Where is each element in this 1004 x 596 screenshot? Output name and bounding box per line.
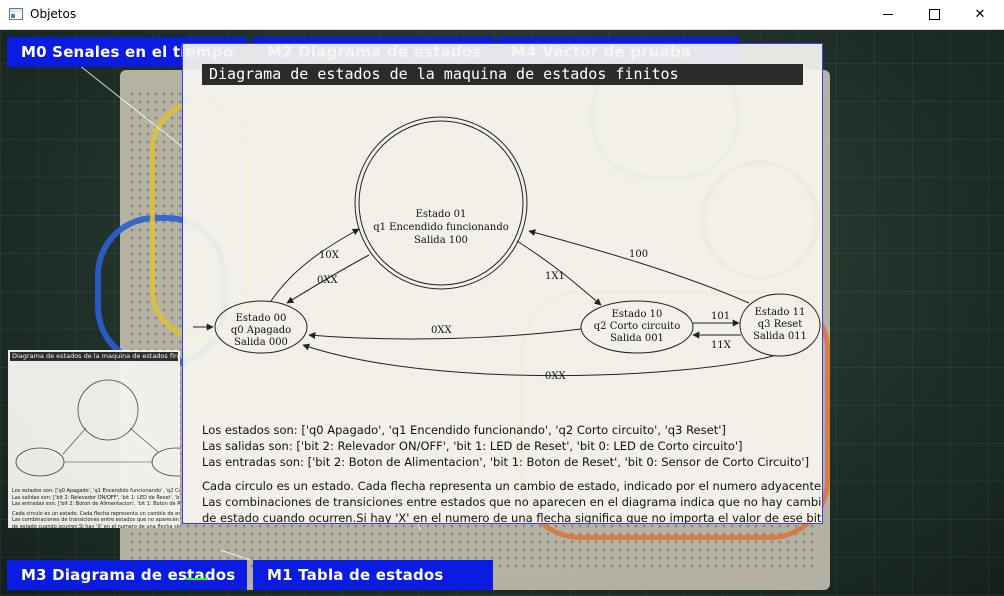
edge-q3-q0 [302, 343, 774, 377]
minimize-button[interactable] [865, 0, 911, 30]
state-diagram: Estado 01 q1 Encendido funcionando Salid… [193, 116, 821, 382]
edge-q3-q1 [528, 229, 750, 304]
outputs-list: Las salidas son: ['bit 2: Relevador ON/O… [202, 439, 743, 453]
thumb-state [15, 447, 65, 477]
edge-label-11x: 11X [711, 340, 732, 351]
edge-q1-q0 [286, 254, 370, 304]
thumbnail-info: Los estados son: ['q0 Apagado', 'q1 Ence… [12, 488, 180, 528]
thumb-edge [62, 427, 87, 455]
edge-label-0xx-a: 0XX [317, 275, 338, 286]
edge-label-100: 100 [629, 249, 648, 260]
edge-label-1x1: 1X1 [545, 271, 565, 282]
state-q3-circle [739, 293, 821, 357]
state-q3-line3: Salida 011 [753, 331, 807, 342]
maximize-button[interactable] [911, 0, 957, 30]
thumb-info-line: Las combinaciones de transiciones entre … [12, 517, 180, 524]
state-q3-line2: q3 Reset [758, 319, 802, 330]
close-button[interactable]: ✕ [957, 0, 1003, 30]
state-q1-circle [358, 120, 524, 286]
thumb-info-line: Las salidas son: ['bit 2: Relevador ON/O… [12, 494, 180, 501]
state-q1-line3: Salida 100 [414, 235, 468, 246]
tab-m3-active-marker [186, 578, 208, 580]
state-q2-line2: q2 Corto circuito [594, 321, 680, 332]
state-q2-circle [580, 300, 694, 354]
diagram-title: Diagrama de estados de la maquina de est… [202, 64, 803, 85]
thumb-info-line: Las entradas son: ['bit 2: Boton de Alim… [12, 501, 180, 508]
diagram-info: Los estados son: ['q0 Apagado', 'q1 Ence… [202, 422, 823, 524]
state-diagram-window[interactable]: Diagrama de estados de la maquina de est… [182, 43, 823, 524]
inputs-list: Las entradas son: ['bit 2: Boton de Alim… [202, 455, 810, 469]
explanation-line-1: Cada circulo es un estado. Cada flecha r… [202, 479, 823, 493]
window-title: Objetos [30, 7, 77, 21]
window-titlebar: Objetos ✕ [0, 0, 1004, 30]
edge-label-0xx-c: 0XX [545, 371, 566, 382]
thumbnail-diagram[interactable]: Diagrama de estados de la maquina de est… [8, 350, 180, 528]
edge-label-101: 101 [711, 311, 730, 322]
state-q0-circle [214, 300, 308, 354]
edge-q1-q2 [516, 240, 602, 306]
states-list: Los estados son: ['q0 Apagado', 'q1 Ence… [202, 423, 726, 437]
state-q0-line1: Estado 00 [236, 313, 287, 324]
state-q3-line1: Estado 11 [755, 307, 806, 318]
edge-label-0xx-b: 0XX [431, 325, 452, 336]
edge-q2-q0 [308, 328, 582, 340]
edge-label-10x: 10X [319, 250, 340, 261]
tab-m3-diagrama[interactable]: M3 Diagrama de estados [7, 560, 247, 590]
state-q1-line2: q1 Encendido funcionando [373, 222, 509, 233]
app-window-icon [9, 8, 23, 20]
state-q0-line3: Salida 000 [234, 337, 288, 348]
thumb-edge [129, 427, 159, 453]
connector-line [219, 549, 251, 561]
tab-m1-tabla[interactable]: M1 Tabla de estados [253, 560, 493, 590]
state-q1-line1: Estado 01 [416, 209, 467, 220]
state-q2-line3: Salida 001 [610, 333, 664, 344]
thumb-state [77, 379, 139, 441]
maximize-icon [928, 9, 940, 20]
explanation-line-2: Las combinaciones de transiciones entre … [202, 495, 823, 509]
state-q1-outer-ring [354, 116, 528, 290]
thumbnail-title: Diagrama de estados de la maquina de est… [10, 352, 178, 361]
thumb-info-line: Cada circulo es un estado. Cada flecha r… [12, 510, 180, 517]
thumb-info-line: Los estados son: ['q0 Apagado', 'q1 Ence… [12, 488, 180, 494]
thumb-info-line: de estado cuando ocurren.Si hay 'X' en e… [12, 523, 180, 528]
state-q2-line1: Estado 10 [612, 309, 663, 320]
state-q0-line2: q0 Apagado [231, 325, 291, 336]
edge-q0-q1 [270, 228, 360, 302]
thumbnail-graph [15, 379, 180, 477]
thumb-state [151, 447, 180, 477]
close-icon: ✕ [974, 7, 986, 22]
minimize-icon [883, 14, 893, 15]
explanation-line-3: de estado cuando ocurren.Si hay 'X' en e… [202, 511, 823, 524]
